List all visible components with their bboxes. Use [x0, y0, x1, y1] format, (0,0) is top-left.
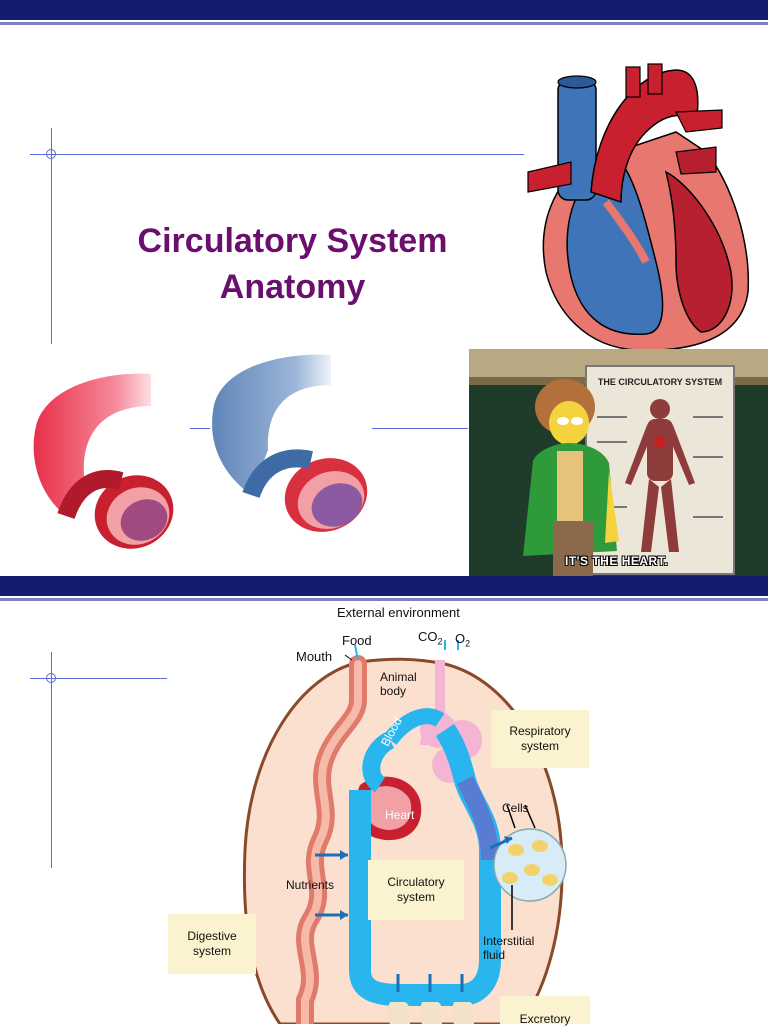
label-external-environment: External environment — [337, 605, 460, 620]
interstitial-line1: Interstitial — [483, 934, 535, 948]
slide2-header-bar — [0, 576, 768, 596]
label-heart: Heart — [385, 808, 415, 822]
slide2-header-line — [0, 598, 768, 601]
label-co2-subscript: 2 — [437, 636, 443, 647]
slide2-guide-crosshair — [46, 673, 56, 683]
label-excretory-system: Excretory — [500, 996, 590, 1026]
label-animal-body-line2: body — [380, 684, 407, 698]
cartoon-caption: IT'S THE HEART. — [565, 554, 669, 568]
top-header-line — [0, 22, 768, 25]
digestive-line2: system — [192, 944, 231, 958]
guide-line-short-1 — [190, 428, 210, 429]
artery-illustration — [33, 373, 174, 549]
poster-title: THE CIRCULATORY SYSTEM — [597, 377, 723, 387]
top-header-bar — [0, 0, 768, 20]
respiratory-line2: system — [520, 739, 559, 753]
circulatory-line2: system — [396, 890, 435, 904]
heart-illustration — [527, 63, 750, 351]
circulation-diagram — [242, 640, 567, 1024]
label-o2-text: O — [455, 631, 466, 646]
cartoon-teacher — [523, 379, 619, 576]
title-line-1: Circulatory System — [137, 222, 448, 260]
interstitial-line2: fluid — [483, 948, 506, 962]
slide2-guide-horizontal — [30, 678, 167, 679]
label-nutrients: Nutrients — [286, 878, 335, 892]
slide-title: Circulatory System Anatomy — [100, 218, 485, 310]
respiratory-line1: Respiratory — [509, 724, 571, 738]
label-mouth: Mouth — [296, 649, 333, 664]
excretory-line1: Excretory — [519, 1012, 571, 1026]
label-o2: O2 — [455, 632, 470, 651]
guide-crosshair — [46, 149, 56, 159]
label-o2-subscript: 2 — [465, 638, 471, 649]
vein-illustration — [212, 354, 368, 532]
guide-line-vertical — [51, 128, 52, 344]
label-co2: CO2 — [418, 630, 443, 649]
digestive-line1: Digestive — [187, 929, 237, 943]
guide-line-horizontal — [30, 154, 524, 155]
label-cells: Cells — [502, 801, 529, 815]
slide2-guide-vertical — [51, 652, 52, 868]
label-animal-body-line1: Animal — [380, 670, 417, 684]
label-co2-text: CO — [418, 629, 438, 644]
circulatory-line1: Circulatory — [387, 875, 445, 889]
title-line-2: Anatomy — [219, 268, 366, 306]
cartoon-image: THE CIRCULATORY SYSTEM IT'S THE HEART. — [469, 349, 768, 576]
guide-line-short-2 — [372, 428, 468, 429]
label-food: Food — [342, 633, 372, 648]
